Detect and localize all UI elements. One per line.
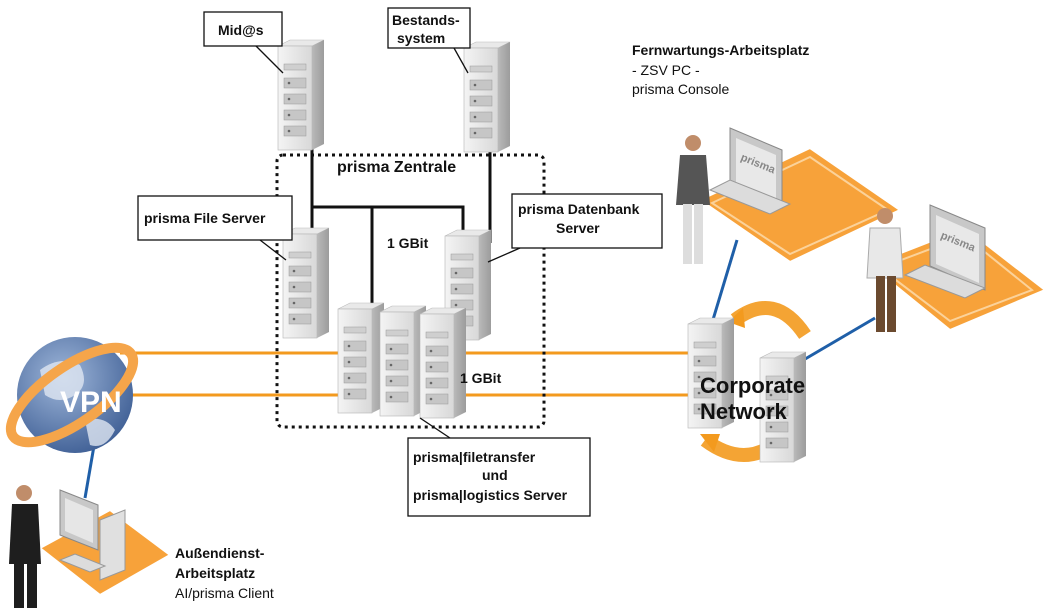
second-workstation: prisma — [866, 204, 1047, 332]
corporate-label-2: Network — [700, 399, 788, 424]
corporate-network: Corporate Network — [687, 301, 811, 463]
lan-links — [310, 142, 492, 310]
link-speed-2: 1 GBit — [460, 370, 502, 386]
person-icon — [16, 485, 32, 501]
callout-datenbank: prisma Datenbank Server — [487, 193, 663, 263]
aussendienst-line-2: Arbeitsplatz — [175, 565, 255, 581]
callout-bestandssystem: Bestands- system — [387, 7, 471, 74]
vpn-globe-icon: VPN — [5, 337, 139, 453]
corporate-label-1: Corporate — [700, 373, 805, 398]
db-label-1: prisma Datenbank — [518, 201, 640, 217]
aussendienst-line-1: Außendienst- — [175, 545, 265, 561]
fernwartung-workstation: prisma — [676, 127, 902, 264]
db-label-2: Server — [556, 220, 600, 236]
person-icon — [877, 208, 893, 224]
zentrale-boundary — [275, 153, 546, 429]
ft-label-1: prisma|filetransfer — [413, 449, 536, 465]
aussendienst-label: Außendienst- Arbeitsplatz AI/prisma Clie… — [175, 545, 274, 601]
fernwartung-line-1: - ZSV PC - — [632, 62, 700, 78]
fernwartung-line-2: prisma Console — [632, 81, 729, 97]
bestand-label-1: Bestands- — [392, 12, 460, 28]
callout-midas: Mid@s — [203, 11, 284, 74]
ft-label-3: prisma|logistics Server — [413, 487, 568, 503]
server-filetransfer-2 — [379, 305, 427, 417]
midas-label: Mid@s — [218, 22, 264, 38]
aussendienst-line-3: AI/prisma Client — [175, 585, 274, 601]
zentrale-title: prisma Zentrale — [337, 159, 456, 176]
server-filetransfer-1 — [337, 302, 385, 414]
server-bestandssystem — [463, 41, 511, 153]
aussendienst-workstation — [9, 485, 172, 608]
fernwartung-label: Fernwartungs-Arbeitsplatz - ZSV PC - pri… — [632, 42, 809, 97]
callout-file-server: prisma File Server — [137, 195, 293, 261]
fernwartung-title: Fernwartungs-Arbeitsplatz — [632, 42, 809, 58]
callout-filetransfer: prisma|filetransfer und prisma|logistics… — [407, 417, 591, 517]
bestand-label-2: system — [397, 30, 445, 46]
person-icon — [685, 135, 701, 151]
vpn-label: VPN — [60, 386, 122, 419]
ft-label-2: und — [482, 467, 508, 483]
server-midas — [277, 39, 325, 151]
server-filetransfer-3 — [419, 307, 467, 419]
link-speed-1: 1 GBit — [387, 235, 429, 251]
server-file — [282, 227, 330, 339]
file-server-label: prisma File Server — [144, 210, 266, 226]
